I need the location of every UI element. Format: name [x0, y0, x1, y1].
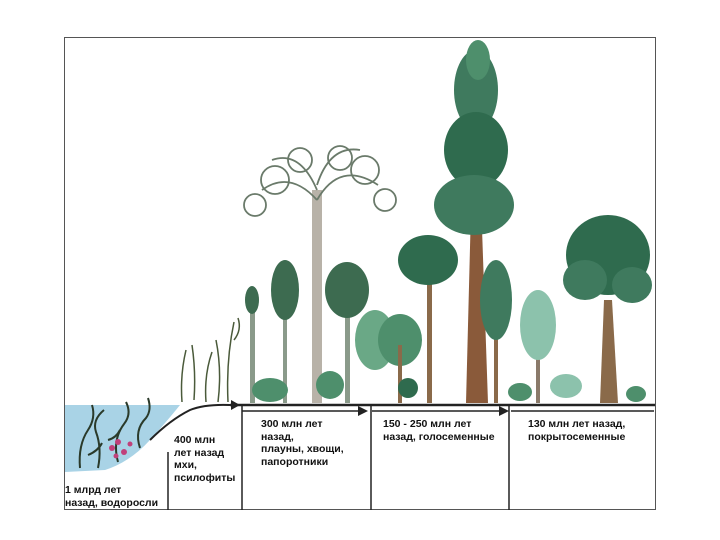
ferns: [252, 310, 395, 402]
sequoia-tree: [434, 40, 514, 403]
psilophytes: [182, 318, 240, 402]
era-label-gymnosperms: 150 - 250 млн лет назад, голосеменные: [383, 418, 508, 443]
era-label-angiosperms: 130 млн лет назад, покрытосеменные: [528, 418, 653, 443]
ancient-sea: [65, 405, 180, 472]
era-label-ferns: 300 млн лет назад, плауны, хвощи, папоро…: [261, 418, 369, 468]
oak-tree: [563, 215, 652, 403]
cycads: [378, 314, 422, 403]
bushes: [508, 374, 646, 402]
era-label-mosses: 400 млн лет назад мхи, псилофиты: [174, 434, 242, 484]
era-label-algae: 1 млрд лет назад, водоросли: [65, 484, 175, 509]
